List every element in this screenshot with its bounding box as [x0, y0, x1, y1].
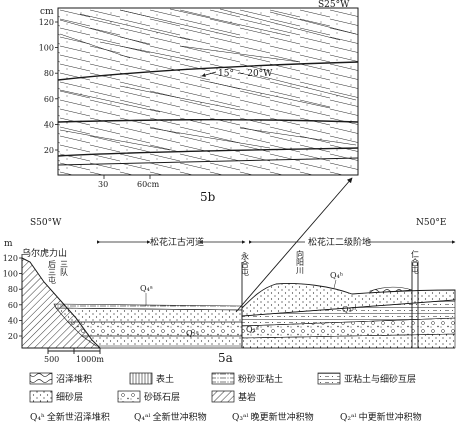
panel-5a-y-tick-label-120: 120 — [3, 254, 18, 263]
foreset-laminae — [59, 8, 357, 151]
legend-item-silty-loam: 粉砂亚粘土 — [211, 372, 283, 385]
zone-old-channel-label: 松花江古河道 — [150, 236, 204, 248]
channel-gravel — [67, 321, 243, 337]
bedding-set-boundary — [57, 118, 359, 123]
unit-label-q4-swamp: Q₄ʰ — [330, 271, 344, 280]
mountain-name: 乌尔虎力山 — [22, 247, 67, 259]
zone-terrace-label: 松花江二级阶地 — [308, 236, 371, 248]
panel-5b: cm 120 100 80 60 40 20 30 60cm S25°W 15° ~ 20… — [39, 0, 359, 204]
panel-5b-label: 5b — [200, 190, 216, 204]
svg-text:基岩: 基岩 — [238, 391, 256, 403]
panel-5b-y-tick-label-100: 100 — [39, 44, 54, 53]
detail-link-arrow — [235, 177, 353, 313]
svg-text:细砂层: 细砂层 — [56, 391, 83, 403]
panel-5b-y-tick-label-20: 20 — [44, 146, 54, 155]
legend-item-bedrock: 基岩 — [211, 390, 256, 403]
panel-5b-x-axis: 30 60cm — [98, 175, 160, 189]
village-yonghe-tun: 永合屯 — [241, 251, 250, 276]
panel-5b-dip-annotation: 15° ~ 20°W — [218, 69, 273, 79]
village-san-dui: 三队 — [60, 260, 69, 277]
channel-fine-sand — [55, 307, 243, 323]
legend-item-fine-sand: 细砂层 — [29, 390, 83, 403]
svg-text:砂砾石层: 砂砾石层 — [144, 391, 180, 403]
panel-5b-unit: cm — [40, 7, 54, 17]
panel-5b-y-axis: cm 120 100 80 60 40 20 — [39, 7, 58, 155]
unit-label-q2-alluvium-left: Q₂ᵃ — [186, 329, 199, 338]
panel-5a-y-tick-label-20: 20 — [8, 332, 18, 341]
unit-label-leader — [333, 279, 337, 289]
panel-5a-y-axis: m 120 100 80 60 40 20 — [3, 239, 23, 348]
panel-5a-y-tick-label-40: 40 — [8, 316, 18, 325]
village-xiangyang-chuan: 向阳川 — [296, 249, 305, 274]
village-labels: 后三屯 三队 永合屯 向阳川 仁合屯 — [48, 249, 420, 284]
panel-5b-y-tick-label-40: 40 — [44, 120, 54, 129]
orientation-left: S50°W — [30, 218, 62, 228]
terrace-surface-layer — [241, 283, 456, 317]
panel-5a: S50°W N50°E 松花江古河道 松花江二级阶地 m 120 100 80 60 4… — [3, 218, 456, 365]
unit-label-q3-alluvium: Q₃ᵃˡ — [342, 305, 357, 314]
legend-item-gravel: 砂砾石层 — [117, 390, 180, 403]
scale-label-1000m: 1000m — [76, 355, 104, 364]
bedding-set-boundary — [57, 147, 359, 157]
svg-text:亚粘土与细砂互层: 亚粘土与细砂互层 — [344, 373, 416, 385]
panel-5b-x-tick-60: 60cm — [137, 180, 160, 189]
scale-label-500: 500 — [44, 355, 59, 364]
legend-item-topsoil: 表土 — [129, 372, 174, 385]
panel-5b-y-tick-label-60: 60 — [44, 95, 54, 104]
bedding-set-boundary — [57, 61, 359, 81]
village-housan-tun: 后三屯 — [48, 259, 57, 284]
legend-item-loam-fine-sand: 亚粘土与细砂互层 — [317, 372, 416, 385]
panel-5a-y-tick-label-100: 100 — [3, 270, 18, 279]
panel-5b-y-tick-label-120: 120 — [39, 18, 54, 27]
dip-arrow — [201, 71, 217, 77]
panel-5b-orientation: S25°W — [318, 0, 350, 10]
unit-label-q2-alluvium-right: Q₂ᵃ — [246, 325, 259, 334]
panel-5b-x-tick-30: 30 — [98, 180, 108, 189]
panel-5a-y-tick-label-80: 80 — [8, 285, 18, 294]
channel-lower-sand — [81, 335, 243, 347]
panel-5a-y-tick-label-60: 60 — [8, 301, 18, 310]
village-renhe-tun: 仁合屯 — [411, 249, 420, 274]
panel-5a-unit: m — [4, 239, 13, 249]
svg-text:表土: 表土 — [156, 373, 174, 385]
svg-text:粉砂亚粘土: 粉砂亚粘土 — [238, 373, 283, 385]
panel-5b-frame — [57, 7, 359, 176]
unit-label-q4-alluvium: Q₄ᵃ — [140, 284, 153, 293]
scale-bar: 500 1000m — [44, 348, 104, 364]
orientation-right: N50°E — [416, 218, 446, 228]
svg-text:沼泽堆积: 沼泽堆积 — [56, 373, 92, 385]
panel-5a-label: 5a — [218, 351, 233, 365]
panel-5b-y-tick-label-80: 80 — [44, 69, 54, 78]
legend-item-swamp: 沼泽堆积 — [29, 372, 92, 385]
